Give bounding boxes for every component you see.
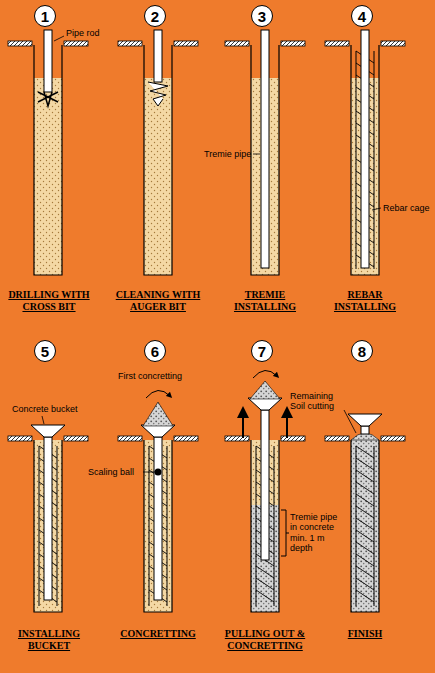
rebar-cage (356, 51, 357, 269)
leader-line (42, 416, 44, 424)
ground-slab (174, 41, 198, 46)
ground-slab (281, 41, 305, 46)
ground-slab (225, 41, 249, 46)
rebar-cage (356, 482, 374, 494)
tremie-pipe (261, 30, 269, 268)
callout-number: 1 (41, 9, 49, 24)
rebar-cage (356, 446, 374, 458)
part-label: Tremie pipe in concrete min. 1 m depth (290, 512, 346, 553)
leader-line (253, 154, 260, 155)
pour-arrow (146, 390, 170, 398)
step-number: 5 (34, 340, 56, 362)
step-caption: CONCRETTING (112, 628, 204, 640)
concrete-bucket (248, 398, 282, 410)
pipe-rod (44, 30, 52, 92)
lift-arrow (286, 412, 288, 438)
rebar-cage (356, 530, 374, 542)
concrete-heap (143, 402, 173, 426)
rebar-cage (256, 566, 274, 578)
tremie-pipe (44, 437, 52, 600)
step-caption: CLEANING WITH AUGER BIT (112, 289, 204, 312)
part-label: Concrete bucket (12, 404, 78, 414)
leader-line (344, 410, 356, 433)
part-label: Tremie pipe (204, 149, 251, 159)
callout-number: 6 (151, 344, 159, 359)
tremie-pipe (361, 426, 369, 434)
rebar-cage (256, 578, 274, 590)
concrete-bucket (141, 425, 175, 437)
step-number: 2 (144, 5, 166, 27)
rebar-cage (256, 590, 274, 602)
ground-slab (64, 436, 88, 441)
ground-slab (281, 436, 305, 441)
depth-bracket (281, 510, 289, 556)
step-number: 7 (251, 340, 273, 362)
part-label: First concretting (118, 371, 182, 381)
concrete-bucket (31, 425, 65, 437)
borehole-fill (144, 78, 172, 275)
ground-slab (225, 436, 249, 441)
tremie-pipe (361, 30, 369, 268)
ground-slab (381, 41, 405, 46)
lift-arrow (242, 412, 244, 438)
ground-slab (325, 436, 349, 441)
part-label: Rebar cage (383, 203, 430, 213)
callout-number: 8 (358, 344, 366, 359)
step-caption: PULLING OUT & CONCRETTING (219, 628, 311, 651)
tremie-pipe (261, 410, 269, 560)
ground-slab (8, 41, 32, 46)
step-number: 1 (34, 5, 56, 27)
callout-number: 4 (358, 9, 366, 24)
rebar-cage (356, 494, 374, 506)
rebar-cage (356, 566, 374, 578)
concrete-bucket (348, 414, 382, 426)
part-label: Remaining Soil cutting (290, 391, 342, 412)
step-number: 8 (351, 340, 373, 362)
leader-line (54, 36, 64, 41)
ground-slab (64, 41, 88, 46)
rebar-cage (356, 554, 374, 566)
leader-line (372, 208, 381, 210)
pour-arrow (253, 370, 277, 378)
cross-bit (38, 92, 58, 106)
concrete-heap (250, 381, 280, 399)
ground-slab (118, 436, 142, 441)
callout-number: 2 (151, 9, 159, 24)
step-caption: INSTALLING BUCKET (3, 628, 95, 651)
part-label: Scaling ball (88, 467, 142, 477)
borehole-fill (351, 440, 379, 612)
borehole-wall (351, 440, 379, 612)
rebar-cage (356, 518, 374, 530)
callout-number: 7 (258, 344, 266, 359)
callout-number: 5 (41, 344, 49, 359)
part-label: Pipe rod (66, 28, 100, 38)
ground-slab (8, 436, 32, 441)
ground-slab (325, 41, 349, 46)
callout-number: 3 (258, 9, 266, 24)
rebar-cage (356, 578, 374, 590)
ground-slab (381, 436, 405, 441)
sealing-ball (155, 469, 162, 476)
ground-slab (174, 436, 198, 441)
borehole-fill (34, 78, 62, 275)
rebar-cage (356, 458, 374, 470)
leader-line (143, 472, 155, 473)
step-caption: FINISH (319, 628, 411, 640)
step-number: 4 (351, 5, 373, 27)
pipe-rod (154, 30, 162, 82)
rebar-cage (356, 542, 374, 554)
rebar-cage (356, 590, 374, 602)
rebar-cage (356, 470, 374, 482)
step-caption: TREMIE INSTALLING (219, 289, 311, 312)
rebar-cage (374, 51, 375, 269)
tremie-pipe (154, 437, 162, 600)
rebar-cage (356, 506, 374, 518)
step-number: 6 (144, 340, 166, 362)
step-caption: REBAR INSTALLING (319, 289, 411, 312)
step-number: 3 (251, 5, 273, 27)
auger-bit (148, 82, 168, 106)
step-caption: DRILLING WITH CROSS BIT (3, 289, 95, 312)
ground-slab (118, 41, 142, 46)
